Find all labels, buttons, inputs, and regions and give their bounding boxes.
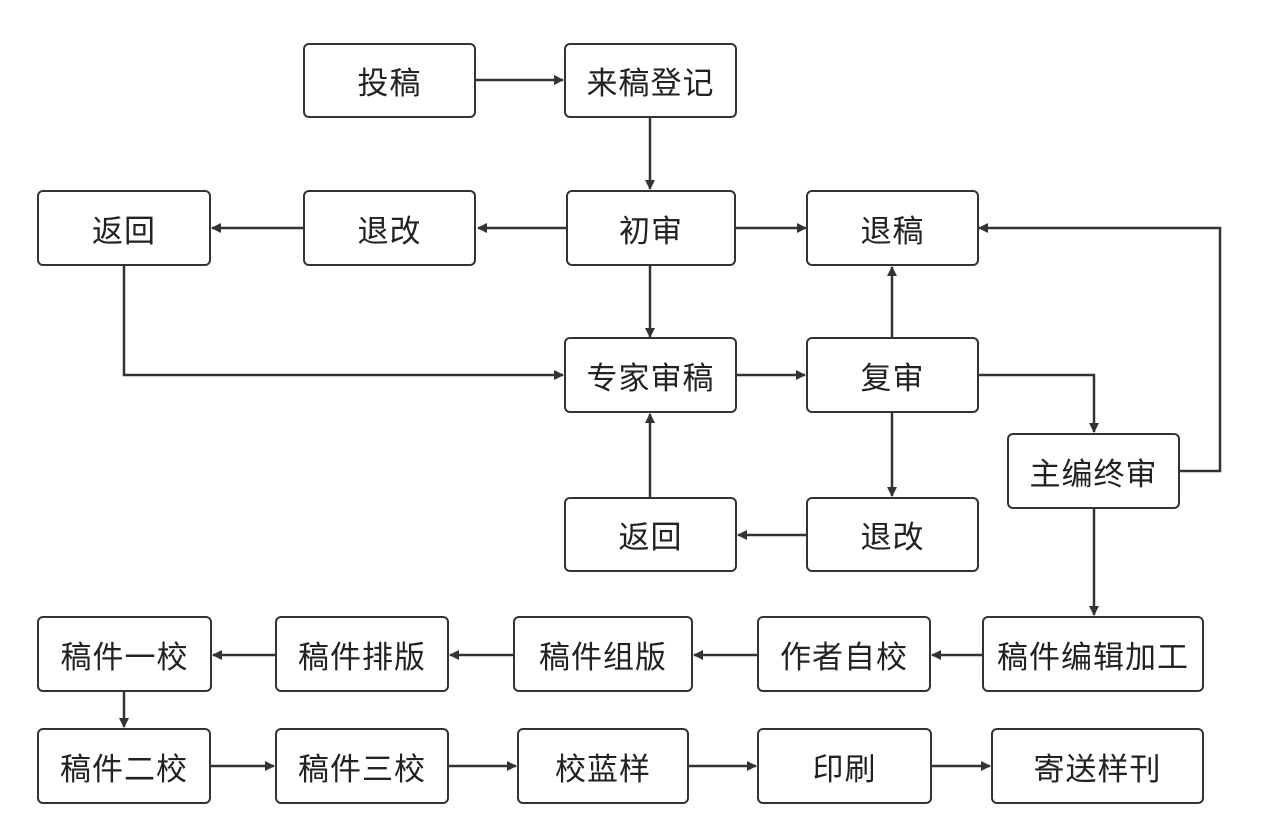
edge-second-review-to-final-review	[979, 373, 1099, 433]
node-submit: 投稿	[303, 43, 476, 118]
node-first-proof: 稿件一校	[37, 616, 212, 692]
node-editing: 稿件编辑加工	[982, 616, 1204, 692]
node-send-samples: 寄送样刊	[991, 728, 1204, 804]
node-revise-left: 退改	[303, 190, 476, 266]
node-typesetting: 稿件排版	[275, 616, 449, 692]
node-final-review: 主编终审	[1007, 433, 1180, 509]
node-reject: 退稿	[806, 190, 979, 266]
node-layout: 稿件组版	[513, 616, 693, 692]
node-third-proof: 稿件三校	[275, 728, 449, 804]
node-return-left: 返回	[37, 190, 211, 266]
node-initial-review: 初审	[566, 190, 736, 266]
node-register: 来稿登记	[564, 43, 737, 118]
node-second-review: 复审	[806, 337, 979, 413]
node-return-bottom: 返回	[564, 497, 737, 572]
node-second-proof: 稿件二校	[37, 728, 211, 804]
node-printing: 印刷	[757, 728, 932, 804]
node-expert-review: 专家审稿	[564, 337, 737, 413]
node-author-proof: 作者自校	[757, 616, 931, 692]
edge-final-review-to-reject	[978, 223, 1222, 473]
node-blue-proof: 校蓝样	[517, 728, 689, 804]
node-revise-bottom: 退改	[806, 497, 979, 572]
edge-return-to-expert-review	[122, 266, 564, 380]
